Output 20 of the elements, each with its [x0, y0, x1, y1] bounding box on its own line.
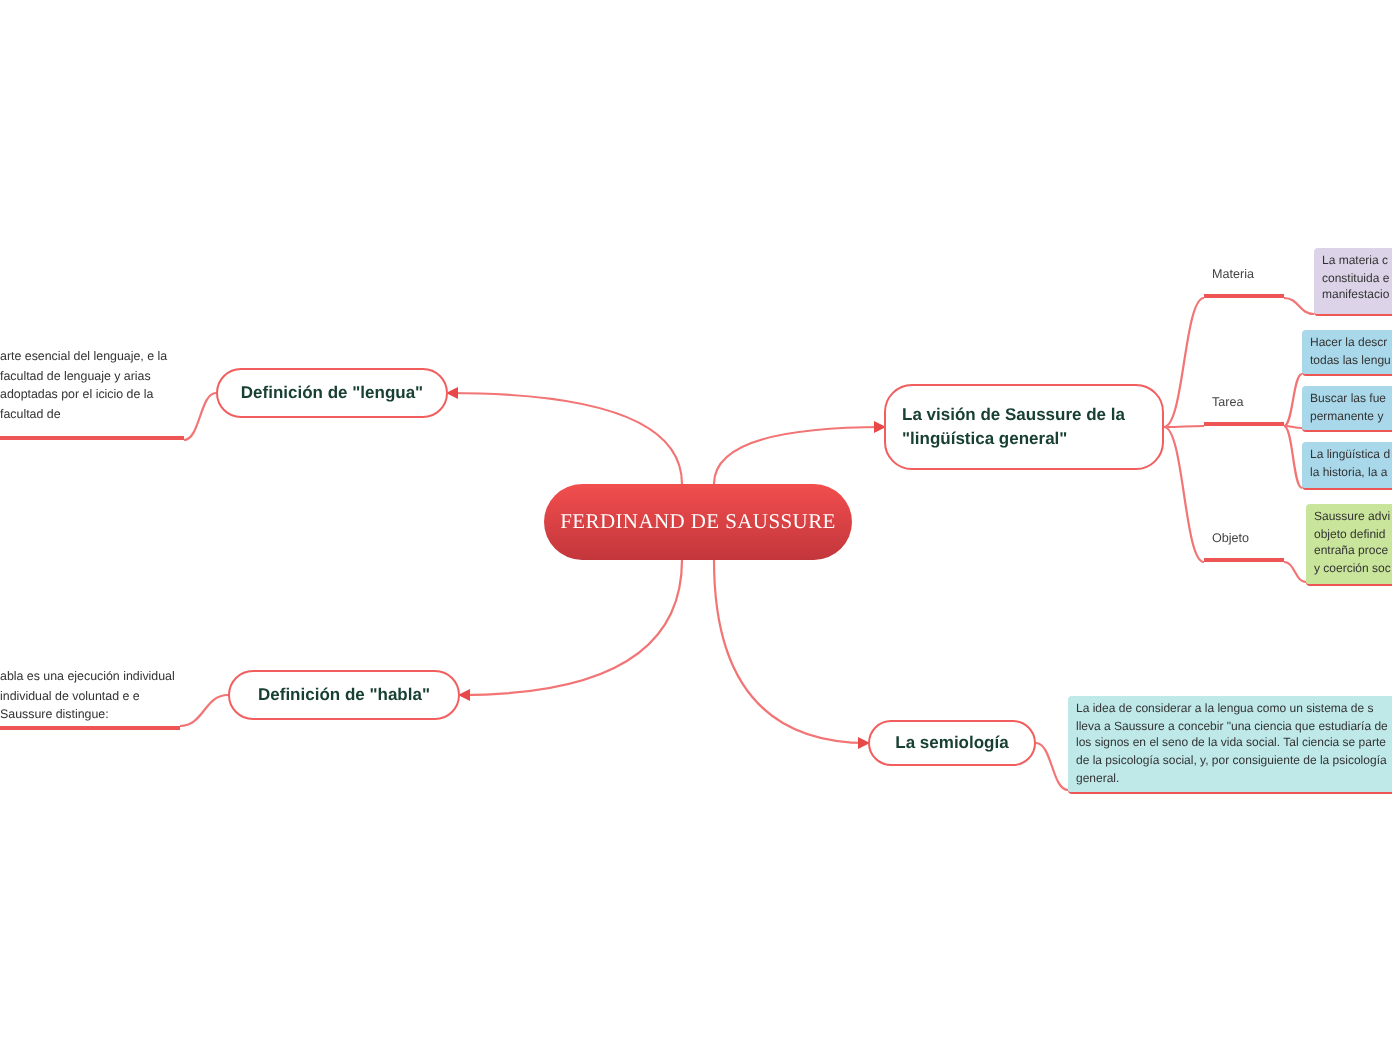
topic-box: Definición de "lengua" — [216, 368, 448, 418]
topic-box: La semiología — [868, 720, 1036, 766]
connector — [1283, 296, 1315, 316]
connector — [1163, 426, 1205, 563]
connector — [446, 387, 684, 485]
connector — [1163, 297, 1205, 428]
connector — [458, 559, 684, 701]
connector — [1283, 425, 1303, 489]
topic-box: Definición de "habla" — [228, 670, 460, 720]
connector — [179, 693, 229, 728]
connector — [1283, 373, 1303, 427]
connector — [183, 391, 217, 442]
topic-box: La visión de Saussure de la "lingüística general" — [884, 384, 1164, 470]
connector — [1035, 741, 1069, 792]
central-topic: FERDINAND DE SAUSSURE — [544, 484, 852, 560]
connector — [1283, 424, 1303, 430]
connector — [712, 559, 870, 749]
connector — [1164, 424, 1204, 429]
connector — [712, 421, 886, 485]
connector — [1283, 560, 1307, 584]
